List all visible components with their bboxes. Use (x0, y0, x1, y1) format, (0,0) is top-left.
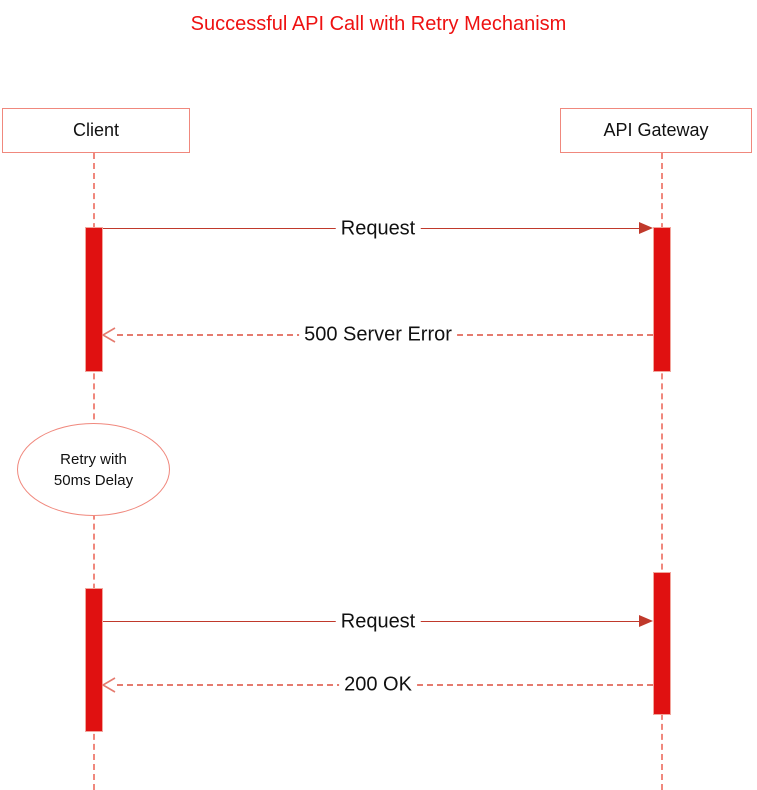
retry-note-line1: Retry with (60, 450, 127, 468)
actor-box-client: Client (2, 108, 190, 153)
message-label: Request (335, 217, 421, 241)
arrowhead-open-left-icon (101, 677, 116, 693)
retry-note-line2: 50ms Delay (53, 471, 134, 489)
actor-label-client: Client (72, 120, 120, 140)
activation-bar-client-1 (85, 227, 103, 372)
activation-bar-gateway-2 (653, 572, 671, 715)
message-label: 500 Server Error (299, 323, 457, 347)
message-label: Request (335, 610, 421, 634)
lifeline-api-gateway (661, 153, 663, 790)
retry-note-ellipse: Retry with 50ms Delay (17, 423, 170, 516)
activation-bar-client-2 (85, 588, 103, 732)
activation-bar-gateway-1 (653, 227, 671, 372)
arrowhead-filled-right-icon (639, 222, 653, 234)
arrowhead-open-left-icon (101, 327, 116, 343)
actor-label-api-gateway: API Gateway (603, 120, 709, 140)
diagram-title: Successful API Call with Retry Mechanism (190, 13, 567, 35)
actor-box-api-gateway: API Gateway (560, 108, 752, 153)
arrowhead-filled-right-icon (639, 615, 653, 627)
message-label: 200 OK (339, 673, 417, 697)
